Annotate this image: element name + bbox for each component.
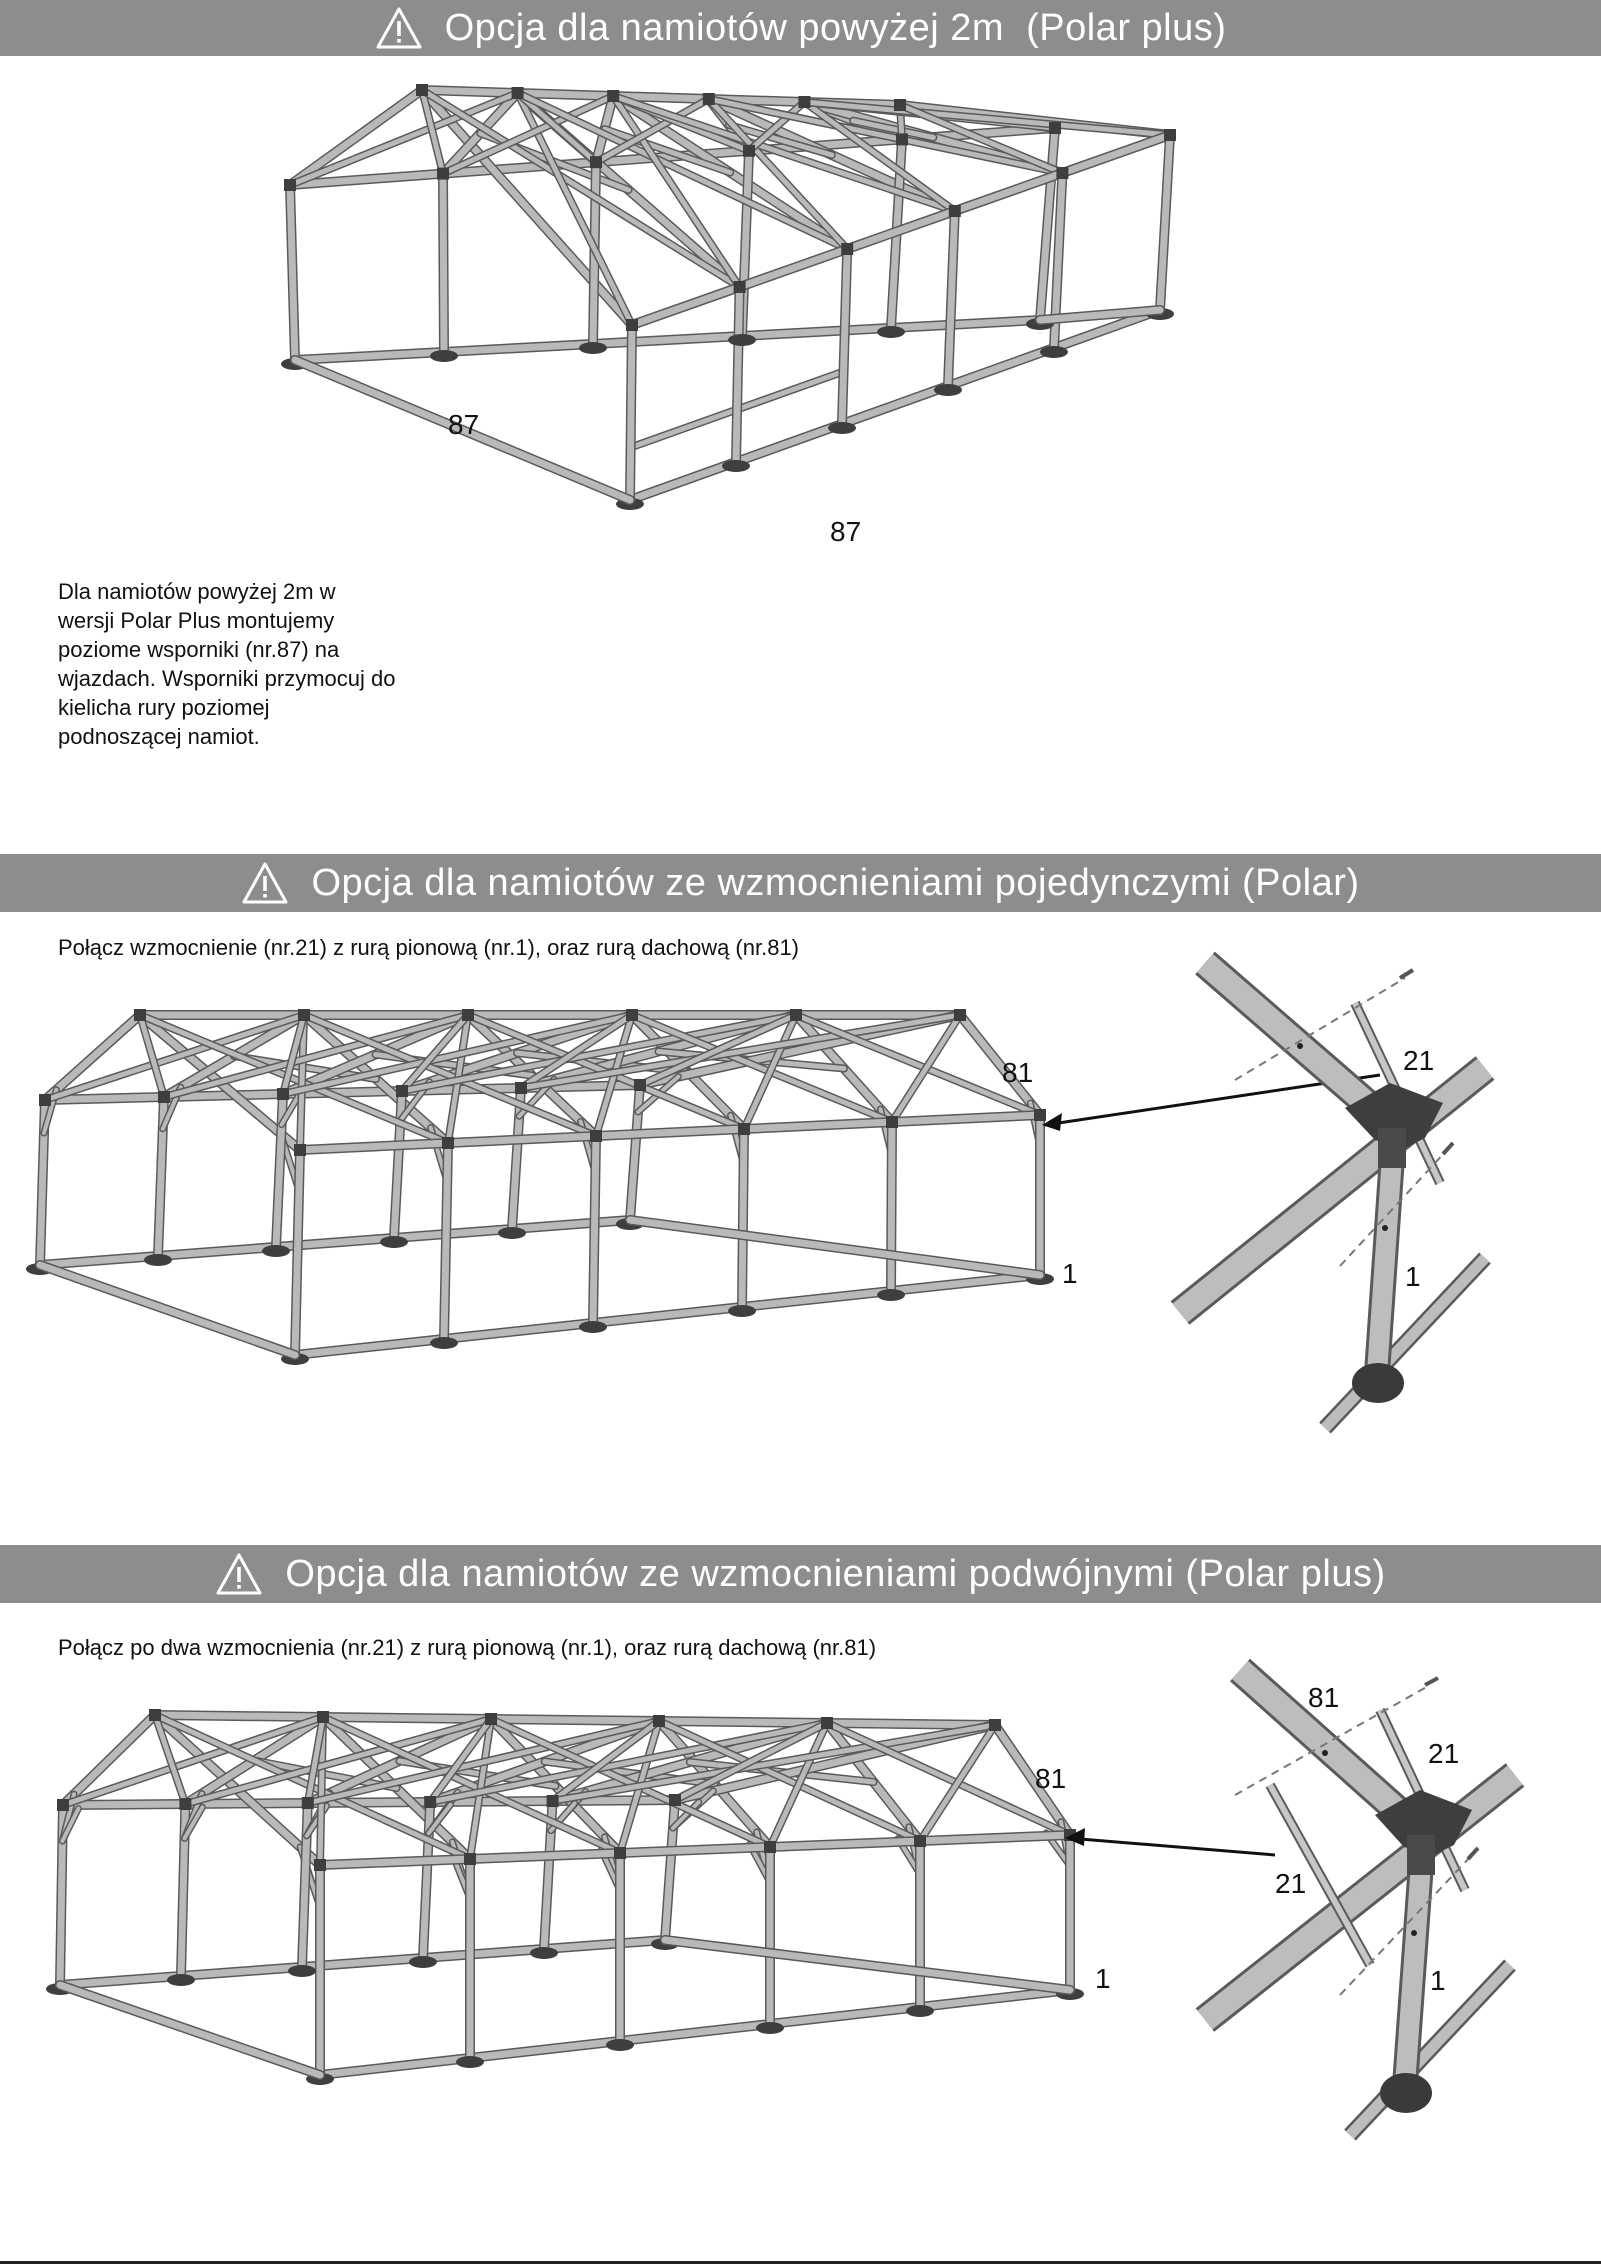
warning-triangle-icon bbox=[216, 1553, 262, 1595]
joint-detail-single-brace: 21 1 bbox=[1170, 951, 1495, 1434]
arrow-head-icon bbox=[1042, 1113, 1062, 1131]
section-banner-single-braces: Opcja dla namiotów ze wzmocnieniami poje… bbox=[0, 854, 1601, 912]
note-line: poziome wsporniki (nr.87) na bbox=[58, 637, 340, 662]
page-bottom-rule bbox=[0, 2261, 1601, 2264]
part-label-1-detail: 1 bbox=[1405, 1261, 1421, 1292]
part-label-1: 1 bbox=[1062, 1258, 1078, 1289]
warning-triangle-icon bbox=[376, 7, 422, 49]
pointer-arrow bbox=[1067, 1836, 1276, 1857]
part-label-1-detail: 1 bbox=[1430, 1965, 1446, 1996]
part-label-21-right: 21 bbox=[1428, 1738, 1459, 1769]
tent-frame-figure-entrance-supports: 87 87 bbox=[281, 84, 1580, 750]
section-title: Opcja dla namiotów powyżej 2m (Polar plu… bbox=[444, 6, 1227, 49]
joint-detail-double-brace: 81 21 21 1 bbox=[1195, 1658, 1525, 2141]
part-label-21-left: 21 bbox=[1275, 1868, 1306, 1899]
part-label-21: 21 bbox=[1403, 1045, 1434, 1076]
section-title: Opcja dla namiotów ze wzmocnieniami podw… bbox=[285, 1552, 1386, 1595]
section-banner-polar-plus-2m: Opcja dla namiotów powyżej 2m (Polar plu… bbox=[0, 0, 1601, 56]
warning-triangle-icon bbox=[242, 862, 288, 904]
part-label-87-left: 87 bbox=[448, 409, 479, 440]
part-label-81-detail: 81 bbox=[1308, 1682, 1339, 1713]
part-label-1: 1 bbox=[1095, 1963, 1111, 1994]
note-line: podnoszącej namiot. bbox=[58, 724, 260, 749]
part-label-81: 81 bbox=[1002, 1057, 1033, 1088]
section-banner-double-braces: Opcja dla namiotów ze wzmocnieniami podw… bbox=[0, 1545, 1601, 1603]
note-line: kielicha rury poziomej bbox=[58, 695, 270, 720]
instruction-double-braces: Połącz po dwa wzmocnienia (nr.21) z rurą… bbox=[58, 1635, 877, 1660]
note-line: Dla namiotów powyżej 2m w bbox=[58, 579, 336, 604]
polar-plus-support-note: Dla namiotów powyżej 2m w wersji Polar P… bbox=[58, 577, 448, 751]
arrow-head-icon bbox=[1065, 1828, 1085, 1846]
note-line: wjazdach. Wsporniki przymocuj do bbox=[58, 666, 396, 691]
tent-frame-figure-double-braces: 81 1 bbox=[46, 1680, 1276, 2220]
instruction-single-braces: Połącz wzmocnienie (nr.21) z rurą pionow… bbox=[58, 935, 800, 960]
section-title: Opcja dla namiotów ze wzmocnieniami poje… bbox=[311, 861, 1360, 904]
part-label-87-front: 87 bbox=[830, 516, 861, 547]
note-line: wersji Polar Plus montujemy bbox=[58, 608, 335, 633]
tent-frame-figure-single-braces: 81 1 bbox=[26, 975, 1381, 1495]
part-label-81: 81 bbox=[1035, 1763, 1066, 1794]
